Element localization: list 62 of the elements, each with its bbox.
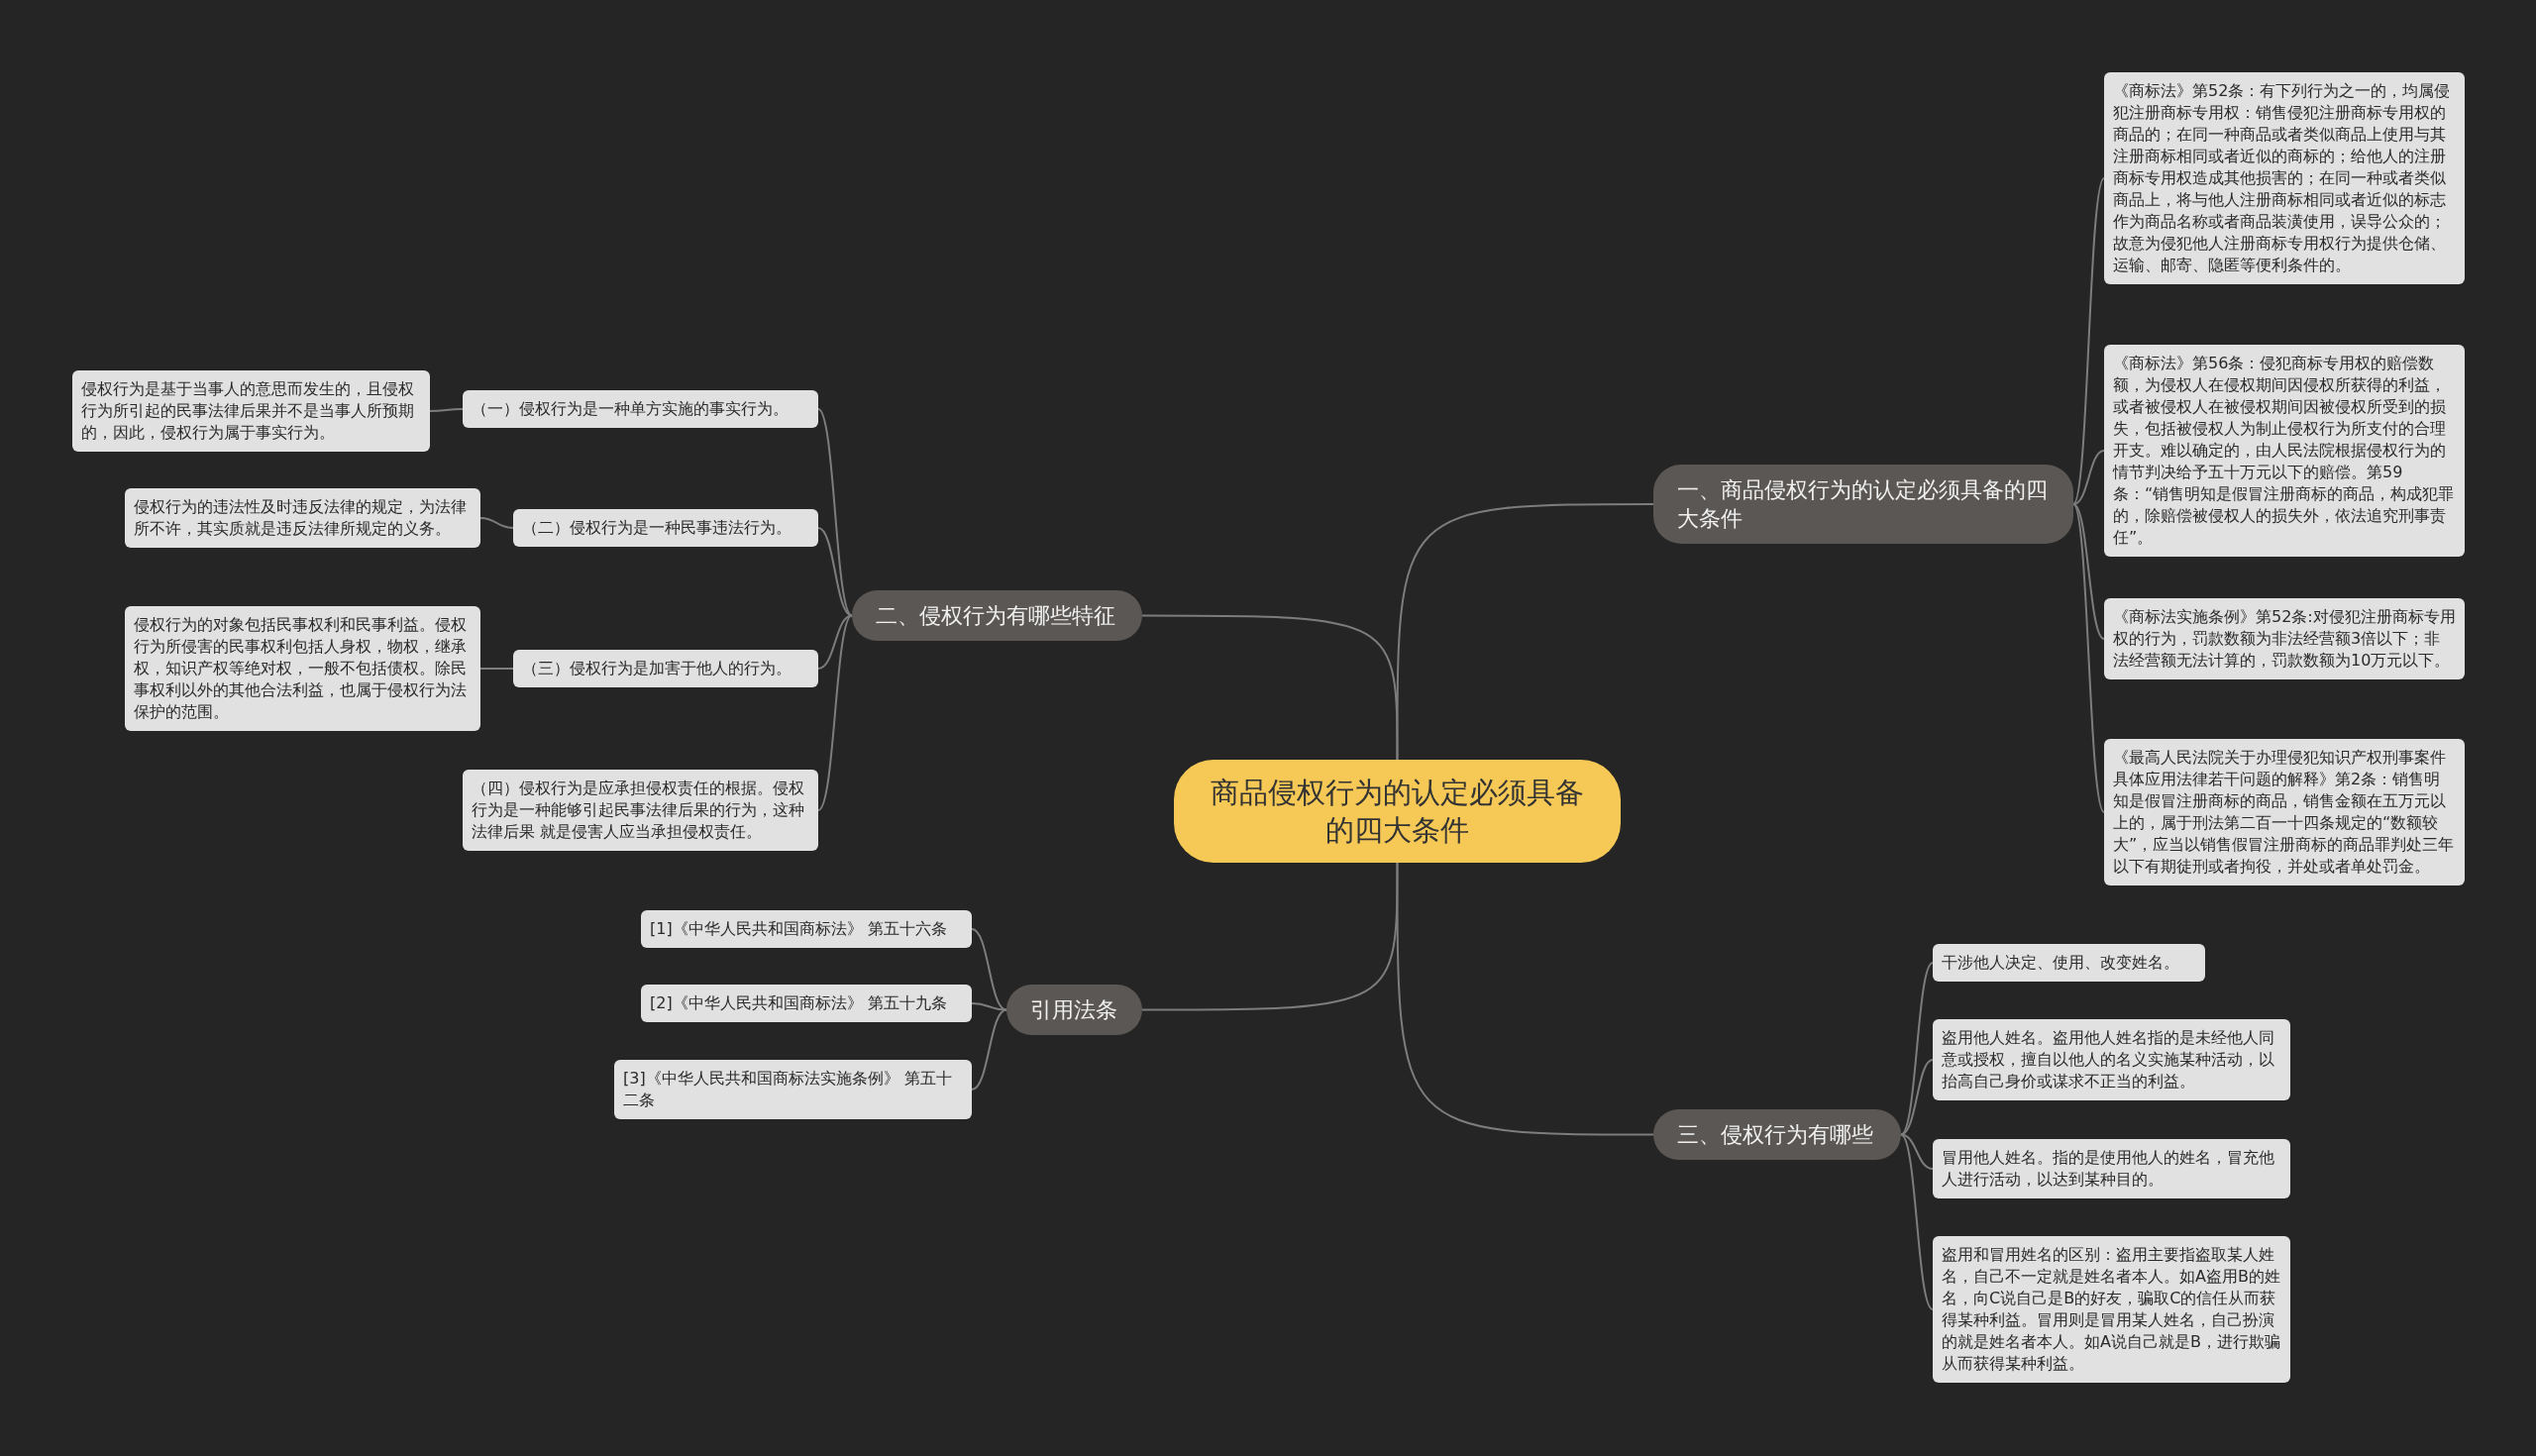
topic-text: 《商标法》第52条：有下列行为之一的，均属侵犯注册商标专用权：销售侵犯注册商标专用权的商品的；在同一种商品或者类似商品上使用与其注册商标相同或者近似的商标的；给他人的注册商标专用权造成其他损害的；在同一种或者类似商品上，将与他人注册商标相同或者近似的标志作为商品名称或者商品装潢使用，误导公众的；故意为侵犯他人注册商标专用权行为提供仓储、运输、邮寄、隐匿等便利条件的。 — [2113, 80, 2452, 276]
connector-line — [2072, 450, 2105, 505]
central-topic — [1174, 760, 1621, 863]
topic-text: 引用法条 — [1030, 996, 1117, 1024]
connector-line — [2072, 177, 2105, 505]
topic-text: 侵权行为是基于当事人的意思而发生的，且侵权行为所引起的民事法律后果并不是当事人所预期的，因此，侵权行为属于事实行为。 — [81, 378, 415, 444]
note-card — [614, 1060, 972, 1119]
branch-topic — [1653, 465, 2073, 544]
topic-text: 《最高人民法院关于办理侵犯知识产权刑事案件具体应用法律若干问题的解释》第2条：销售明知是假冒注册商标的商品，销售金额在五万元以上的，属于刑法第二百一十四条规定的“数额较大”，应当以销售假冒注册商标的商品罪判处三年以下有期徒刑或者拘役，并处或者单处罚金。 — [2113, 747, 2456, 878]
topic-text: 二、侵权行为有哪些特征 — [876, 602, 1115, 630]
connector-line — [817, 614, 853, 811]
connector-line — [2072, 503, 2105, 640]
connector-line — [479, 517, 514, 529]
branch-topic — [1653, 1109, 1901, 1160]
topic-text: 盗用他人姓名。盗用他人姓名指的是未经他人同意或授权，擅自以他人的名义实施某种活动，以抬高自己身价或谋求不正当的利益。 — [1942, 1027, 2275, 1092]
topic-text: （四）侵权行为是应承担侵权责任的根据。侵权行为是一种能够引起民事法律后果的行为，这种法律后果 就是侵害人应当承担侵权责任。 — [472, 778, 805, 843]
topic-text: 侵权行为的违法性及时违反法律的规定，为法律所不许，其实质就是违反法律所规定的义务。 — [134, 496, 468, 540]
topic-text: （一）侵权行为是一种单方实施的事实行为。 — [472, 398, 789, 420]
note-card — [2104, 598, 2465, 679]
note-card — [513, 509, 818, 547]
topic-text: 商品侵权行为的认定必须具备的四大条件 — [1210, 775, 1585, 849]
connector-line — [2072, 503, 2105, 813]
note-card — [513, 650, 818, 687]
topic-text: 三、侵权行为有哪些 — [1677, 1121, 1873, 1149]
topic-text: 《商标法》第56条：侵犯商标专用权的赔偿数额，为侵权人在侵权期间因侵权所获得的利益，或者被侵权人在被侵权期间因被侵权所受到的损失，包括被侵权人为制止侵权行为所支付的合理开支。难以确定的，由人民法院根据侵权行为的情节判决给予五十万元以下的赔偿。第59条：“销售明知是假冒注册商标的商品，构成犯罪的，除赔偿被侵权人的损失外，依法追究刑事责任”。 — [2113, 353, 2456, 549]
connector-line — [1141, 614, 1399, 761]
topic-text: 侵权行为的对象包括民事权利和民事利益。侵权行为所侵害的民事权利包括人身权，物权，继承权，知识产权等绝对权，一般不包括债权。除民事权利以外的其他合法利益，也属于侵权行为法保护的范围。 — [134, 614, 468, 723]
branch-topic — [1006, 985, 1142, 1035]
topic-text: （三）侵权行为是加害于他人的行为。 — [522, 658, 792, 679]
note-card — [641, 910, 972, 948]
note-card — [125, 488, 480, 548]
branch-topic — [852, 590, 1142, 641]
note-card — [2104, 739, 2465, 885]
topic-text: [3]《中华人民共和国商标法实施条例》 第五十二条 — [623, 1068, 953, 1111]
connector-line — [1141, 862, 1399, 1011]
note-card — [1933, 944, 2205, 982]
connector-line — [1396, 503, 1654, 761]
note-card — [1933, 1019, 2290, 1100]
note-card — [463, 770, 818, 851]
topic-text: （二）侵权行为是一种民事违法行为。 — [522, 517, 792, 539]
topic-text: 干涉他人决定、使用、改变姓名。 — [1942, 952, 2179, 974]
connector-line — [817, 408, 853, 617]
topic-text: [2]《中华人民共和国商标法》 第五十九条 — [650, 992, 947, 1014]
note-card — [72, 370, 430, 452]
note-card — [641, 985, 972, 1022]
topic-text: 一、商品侵权行为的认定必须具备的四大条件 — [1677, 476, 2049, 533]
note-card — [463, 390, 818, 428]
topic-text: 冒用他人姓名。指的是使用他人的姓名，冒充他人进行活动，以达到某种目的。 — [1942, 1147, 2275, 1191]
connector-line — [429, 408, 464, 412]
connector-line — [479, 668, 514, 670]
connector-line — [817, 527, 853, 617]
connector-line — [1396, 862, 1654, 1136]
topic-text: 盗用和冒用姓名的区别：盗用主要指盗取某人姓名，自己不一定就是姓名者本人。如A盗用B的姓名，向C说自己是B的好友，骗取C的信任从而获得某种利益。冒用则是冒用某人姓名，自己扮演的就是姓名者本人。如A说自己就是B，进行欺骗从而获得某种利益。 — [1942, 1244, 2281, 1375]
connector-line — [1900, 962, 1934, 1136]
connector-line — [971, 1002, 1007, 1011]
connector-line — [1900, 1133, 1934, 1310]
connector-line — [971, 1008, 1007, 1091]
topic-text: 《商标法实施条例》第52条:对侵犯注册商标专用权的行为，罚款数额为非法经营额3倍以下；非法经营额无法计算的，罚款数额为10万元以下。 — [2113, 606, 2456, 672]
note-card — [125, 606, 480, 731]
note-card — [1933, 1236, 2290, 1383]
note-card — [1933, 1139, 2290, 1198]
topic-text: [1]《中华人民共和国商标法》 第五十六条 — [650, 918, 947, 940]
